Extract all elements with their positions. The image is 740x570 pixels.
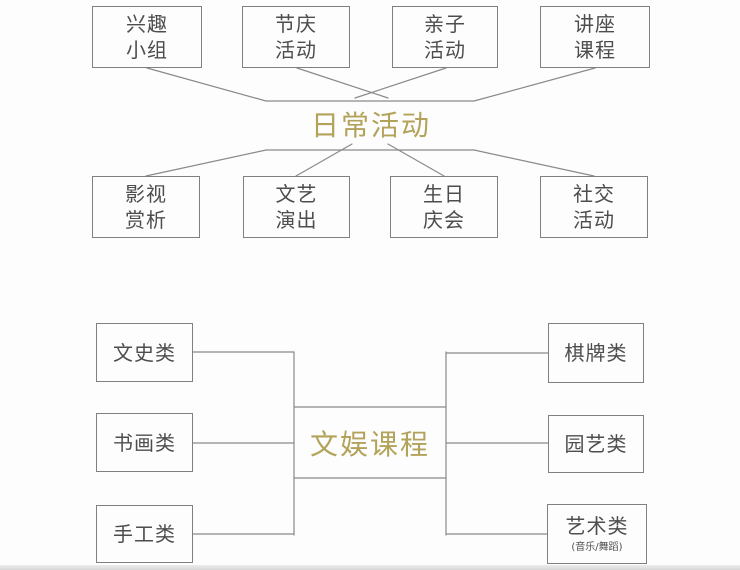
node-label: 节庆 活动 bbox=[275, 12, 317, 62]
edge-parent-child-activity bbox=[354, 67, 447, 99]
node-gardening: 园艺类 bbox=[548, 415, 644, 473]
edge-art-performance bbox=[295, 143, 353, 177]
edge-film-appreciation bbox=[145, 149, 267, 177]
node-label: 生日 庆会 bbox=[423, 182, 465, 232]
edge-lecture-course bbox=[473, 67, 596, 102]
node-fine-arts: 艺术类 (音乐/舞蹈) bbox=[547, 504, 647, 564]
edge-social-activity bbox=[473, 149, 595, 177]
node-art-performance: 文艺 演出 bbox=[243, 176, 350, 238]
node-label: 讲座 课程 bbox=[574, 12, 616, 62]
node-film-appreciation: 影视 赏析 bbox=[92, 176, 200, 238]
node-chess-cards: 棋牌类 bbox=[548, 323, 644, 383]
node-label: 社交 活动 bbox=[573, 182, 615, 232]
edge-festival-activity bbox=[296, 67, 389, 99]
node-birthday-party: 生日 庆会 bbox=[390, 176, 498, 238]
node-label: 手工类 bbox=[113, 522, 176, 546]
node-handicraft: 手工类 bbox=[96, 505, 193, 563]
node-label: 亲子 活动 bbox=[424, 12, 466, 62]
node-label: 艺术类 bbox=[565, 514, 629, 538]
node-label: 园艺类 bbox=[564, 432, 628, 456]
node-label: 棋牌类 bbox=[564, 341, 628, 365]
node-sublabel: (音乐/舞蹈) bbox=[571, 542, 623, 553]
node-festival-activity: 节庆 活动 bbox=[242, 6, 350, 68]
edge-interest-group bbox=[146, 67, 267, 102]
node-label: 兴趣 小组 bbox=[126, 12, 168, 62]
node-label: 影视 赏析 bbox=[125, 182, 167, 232]
node-calligraphy-painting: 书画类 bbox=[96, 413, 193, 472]
edge-birthday-party bbox=[387, 143, 445, 177]
node-interest-group: 兴趣 小组 bbox=[92, 6, 202, 68]
daily-activities-title: 日常活动 bbox=[310, 109, 431, 142]
node-label: 书画类 bbox=[113, 430, 176, 455]
bottom-edge-shadow bbox=[0, 565, 740, 570]
culture-courses-title: 文娱课程 bbox=[309, 427, 430, 461]
node-label: 文艺 演出 bbox=[275, 182, 318, 232]
node-literature-history: 文史类 bbox=[96, 323, 193, 382]
node-lecture-course: 讲座 课程 bbox=[540, 6, 650, 68]
node-social-activity: 社交 活动 bbox=[540, 176, 648, 238]
node-parent-child-activity: 亲子 活动 bbox=[392, 6, 498, 68]
node-label: 文史类 bbox=[113, 340, 176, 365]
